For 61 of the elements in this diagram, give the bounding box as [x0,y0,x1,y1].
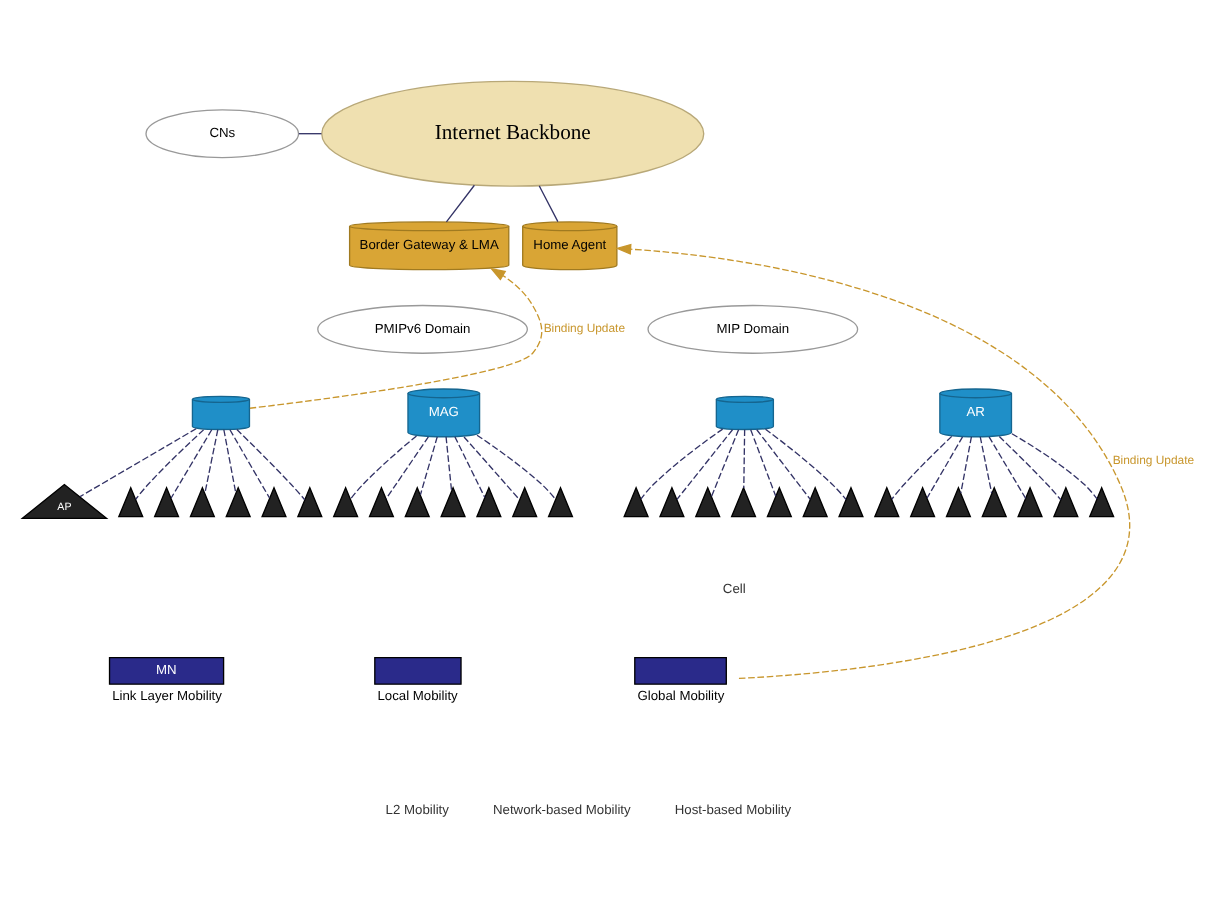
node-ellipse: Internet Backbone [321,79,705,186]
connector [750,428,777,496]
node-antenna [404,485,431,517]
node-antenna [117,485,144,517]
node-antenna [261,485,287,517]
connector [476,433,557,500]
connector [676,428,734,500]
connector [445,435,453,491]
node-antenna [475,485,502,517]
connector [764,427,847,500]
connector [1011,432,1098,499]
connector [385,435,430,499]
node-antenna [440,485,466,517]
connector [445,183,476,222]
node-antenna [296,485,323,517]
node-antenna [873,485,900,517]
connector [223,428,237,494]
arrow [615,242,1131,679]
connector [135,428,205,499]
connector [463,435,521,500]
connector [349,434,418,499]
connector [891,434,953,499]
node-antenna [1088,485,1115,517]
connector [960,435,973,493]
connector [454,435,486,498]
node-antenna [547,485,574,517]
connector [998,434,1062,500]
node-antenna [802,485,829,517]
connector [229,428,271,498]
connector [710,428,740,497]
connector [988,435,1027,499]
connector [170,428,213,498]
connector [538,184,559,222]
connector [756,428,811,500]
node-antenna [368,485,395,517]
connector [926,435,964,498]
node-antenna [189,485,216,517]
node-antenna [730,485,757,517]
node-antenna [623,485,650,517]
connector [743,428,746,488]
node-antenna [945,485,972,517]
node-antenna [838,485,864,517]
connector [979,435,993,493]
node-antenna [332,485,359,517]
node-antenna [981,485,1008,517]
connector [640,427,724,499]
connector [204,428,219,494]
connector [79,427,197,497]
connector [298,132,323,134]
node-antenna [909,485,936,517]
node-antenna [1017,485,1043,517]
node-antenna [1052,485,1079,517]
node-antenna [153,485,180,517]
node-antenna [225,485,252,517]
node-antenna [511,485,538,517]
connector [419,435,438,495]
node-antenna [766,485,793,517]
connector [236,427,306,500]
node-antenna [694,485,721,517]
node-antenna [659,485,685,517]
arrow [249,266,543,408]
